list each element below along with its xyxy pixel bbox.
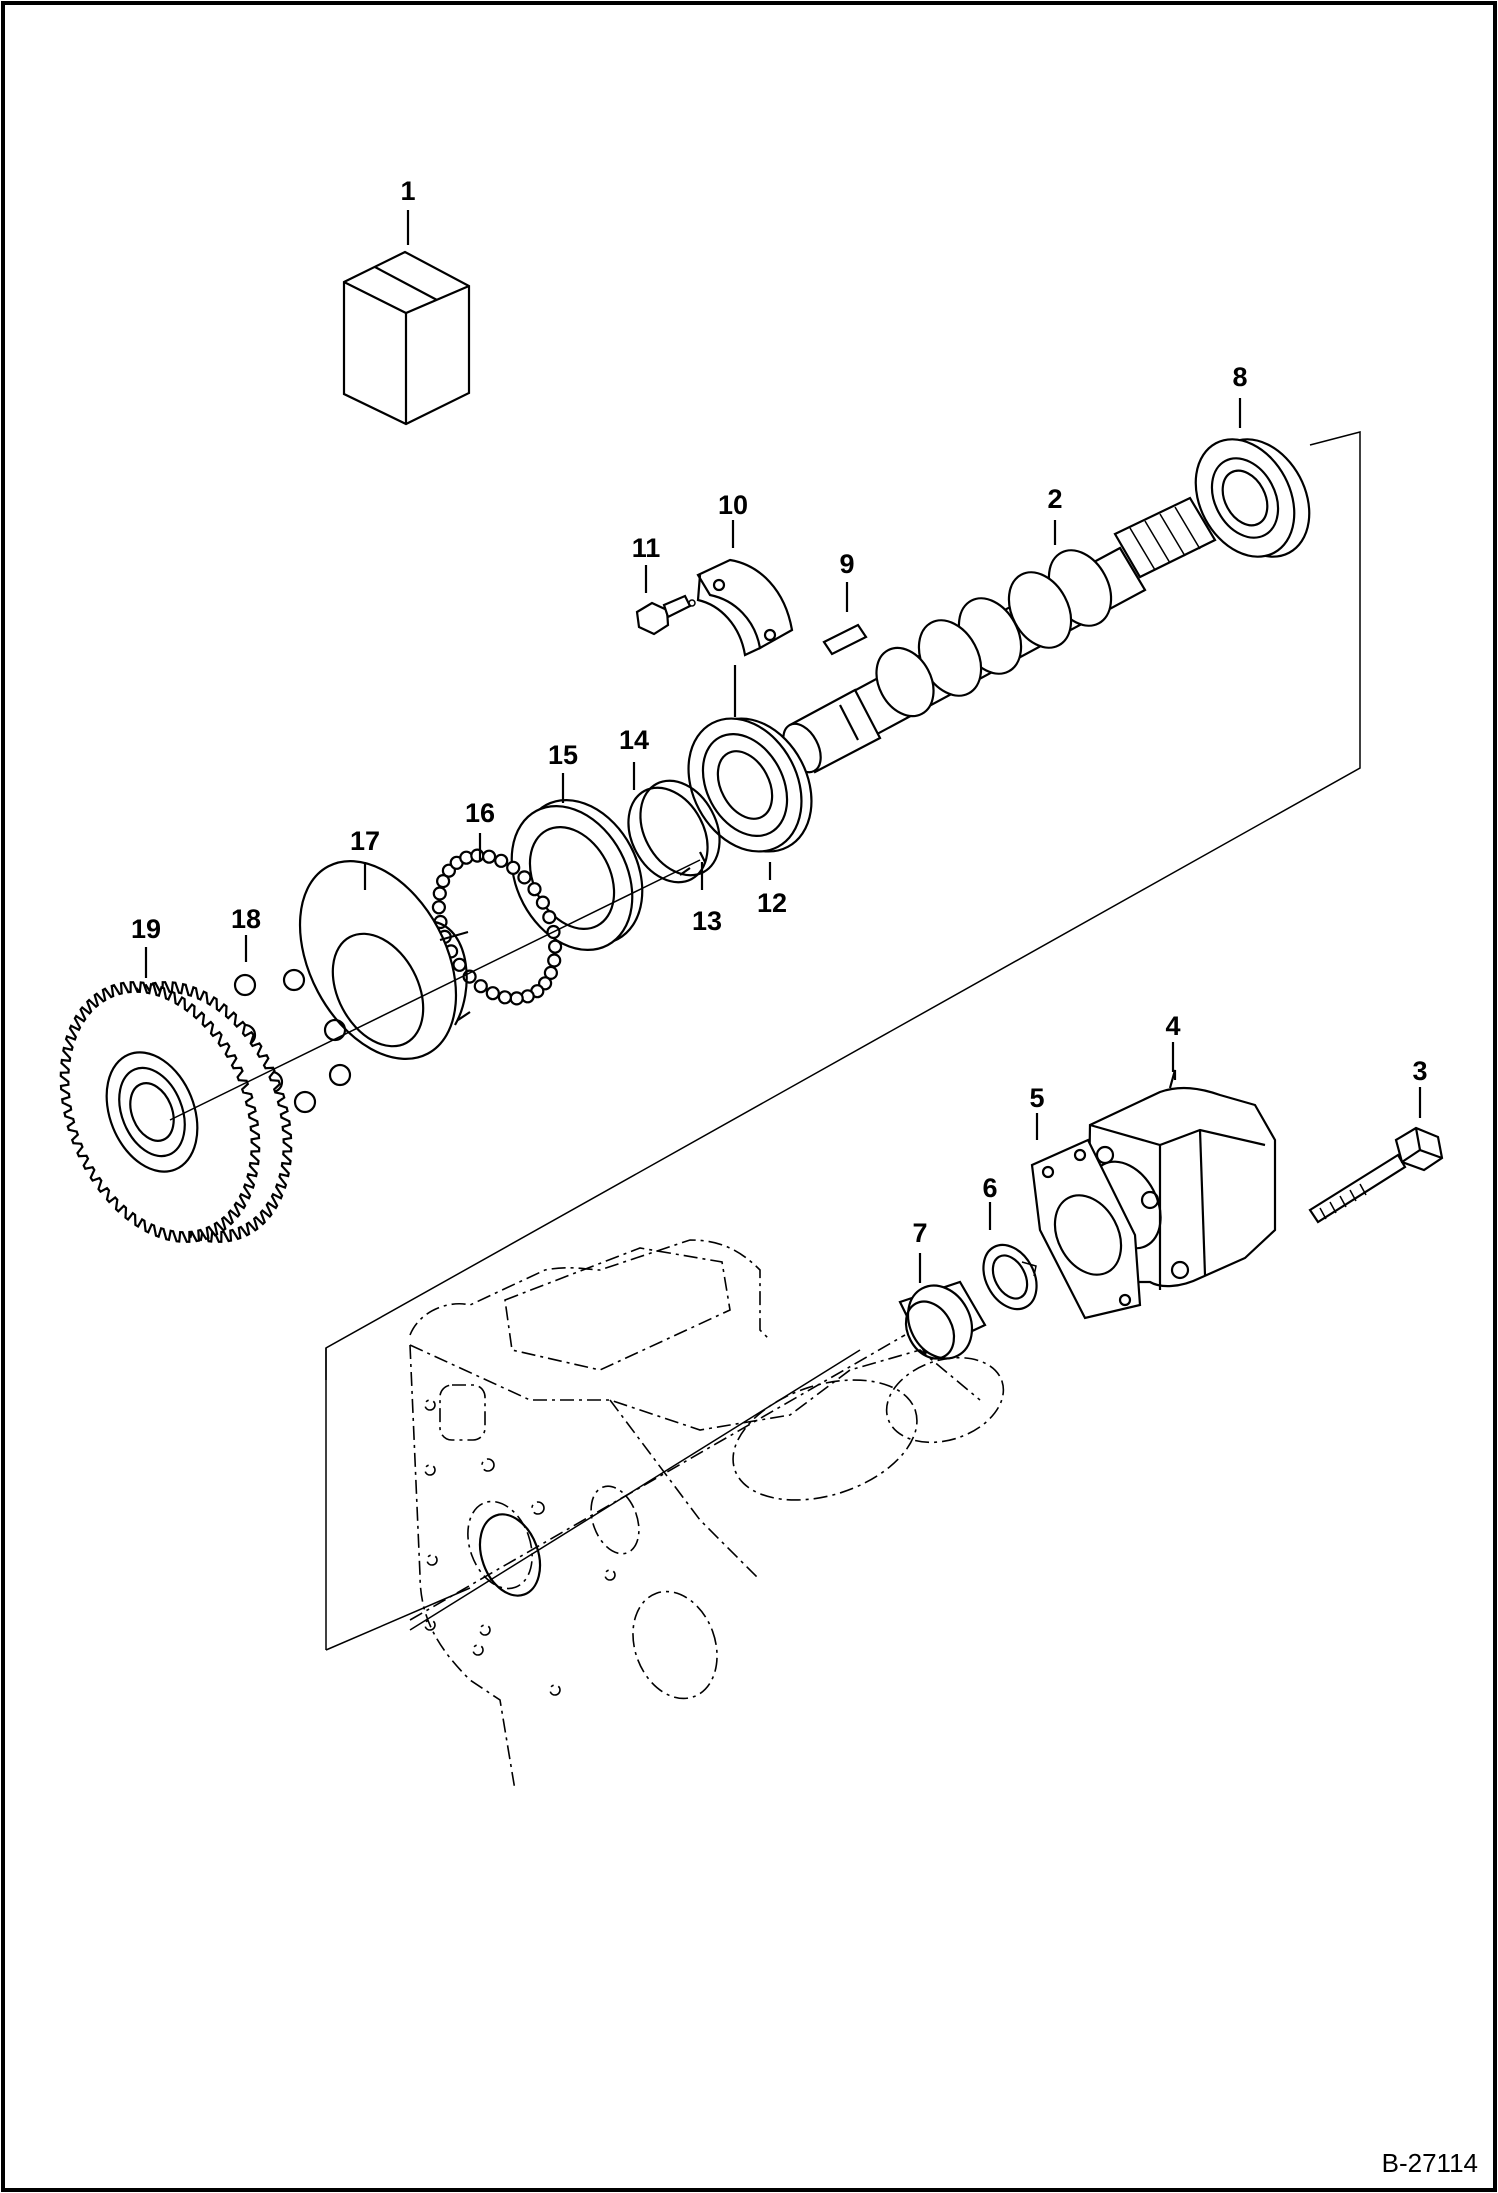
part-3-bolt[interactable]	[1308, 1126, 1444, 1224]
callout-6: 6	[982, 1173, 997, 1203]
part-13-retaining-ring[interactable]	[679, 851, 706, 876]
callout-1: 1	[400, 176, 415, 206]
callout-5: 5	[1029, 1083, 1044, 1113]
callout-12: 12	[757, 888, 787, 918]
part-19-gear[interactable]	[59, 981, 293, 1243]
part-11-bolt[interactable]	[635, 594, 696, 636]
engine-block-outline	[409, 1239, 1005, 1791]
reference-code: B-27114	[1382, 2148, 1478, 2178]
axis-line-upper	[169, 859, 701, 1121]
callout-3: 3	[1412, 1056, 1427, 1086]
part-8-bearing[interactable]	[1176, 422, 1329, 574]
part-15-collar[interactable]	[488, 779, 666, 971]
part-6-o-ring[interactable]	[973, 1236, 1047, 1319]
callout-2: 2	[1047, 484, 1062, 514]
callout-19: 19	[131, 914, 161, 944]
part-17-flange-plate[interactable]	[268, 834, 488, 1085]
callout-16: 16	[465, 798, 495, 828]
callout-7: 7	[912, 1218, 927, 1248]
part-12-ball-bearing[interactable]	[666, 699, 834, 871]
callout-14: 14	[619, 725, 649, 755]
callout-17: 17	[350, 826, 380, 856]
part-7-sleeve[interactable]	[896, 1274, 987, 1369]
callout-8: 8	[1232, 362, 1247, 392]
part-5-gasket[interactable]	[1030, 1138, 1142, 1320]
part-16-ball-retainer[interactable]	[431, 848, 563, 1006]
part-2-camshaft[interactable]	[776, 496, 1217, 778]
callout-10: 10	[718, 490, 748, 520]
axis-line-lower	[409, 1334, 906, 1621]
part-14-snap-ring[interactable]	[613, 767, 736, 896]
part-9-key[interactable]	[822, 623, 868, 656]
assembly-reference-lines	[325, 431, 1361, 1651]
part-10-thrust-plate[interactable]	[696, 558, 794, 657]
part-1-kit-box[interactable]	[342, 250, 471, 426]
callout-4: 4	[1165, 1011, 1180, 1041]
callout-13: 13	[692, 906, 722, 936]
callout-18: 18	[231, 904, 261, 934]
callout-15: 15	[548, 740, 578, 770]
callout-11: 11	[632, 533, 661, 563]
callout-9: 9	[839, 549, 854, 579]
